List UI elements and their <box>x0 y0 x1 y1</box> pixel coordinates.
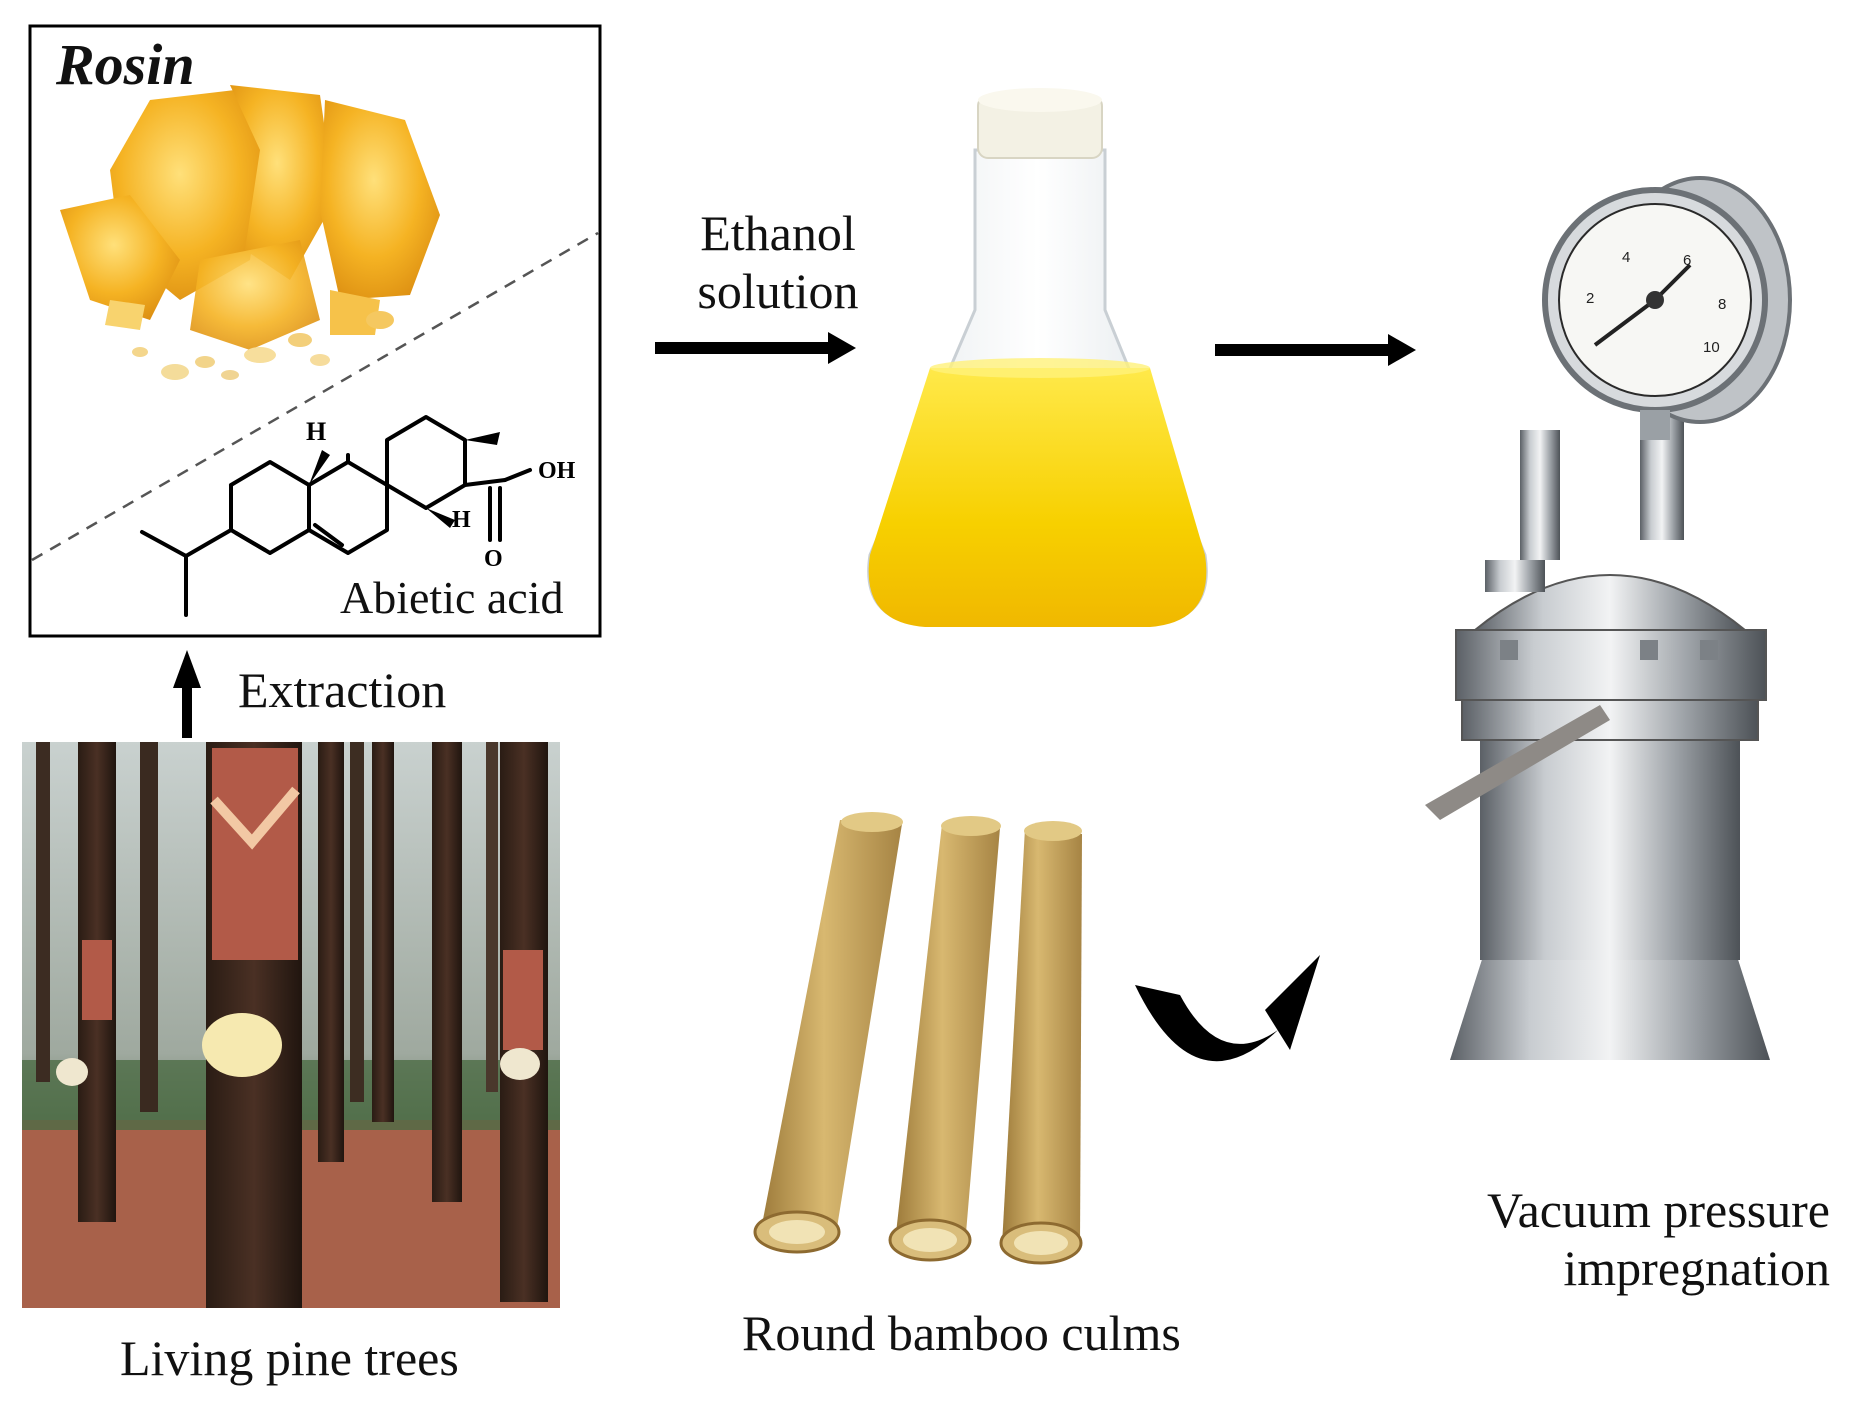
extraction-label: Extraction <box>238 662 447 718</box>
gauge-tick-8: 8 <box>1718 296 1726 313</box>
arrow-to-vessel-head <box>1388 334 1416 366</box>
vacuum-label-line2: impregnation <box>1563 1239 1830 1296</box>
curved-arrow-to-vessel <box>1135 985 1278 1062</box>
wedge-bond-h <box>426 508 455 528</box>
pine-trees-photo <box>22 742 560 1308</box>
bamboo-culms-image <box>753 812 1083 1265</box>
ethanol-flask-image <box>867 88 1208 627</box>
ethanol-solution-label: Ethanol solution <box>678 205 878 320</box>
atom-label-oh: OH <box>538 458 576 484</box>
curved-arrow-head <box>1265 955 1320 1050</box>
pine-trees-label: Living pine trees <box>120 1330 459 1386</box>
rosin-title: Rosin <box>56 32 195 97</box>
vacuum-label-line1: Vacuum pressure <box>1487 1182 1830 1238</box>
rosin-panel-frame <box>28 24 602 638</box>
ethanol-label-line1: Ethanol <box>700 205 856 261</box>
extraction-arrow-head <box>173 650 201 688</box>
bamboo-culms-label: Round bamboo culms <box>742 1305 1181 1361</box>
gauge-tick-2: 2 <box>1586 290 1594 307</box>
atom-label-o: O <box>484 546 503 572</box>
vacuum-impregnation-label: Vacuum pressure impregnation <box>1420 1182 1830 1297</box>
abietic-acid-label: Abietic acid <box>340 572 564 623</box>
pressure-gauge <box>1542 176 1792 440</box>
panel-divider-dashed <box>31 231 599 562</box>
gauge-tick-labels: 2 4 6 8 10 <box>1586 249 1726 356</box>
rosin-crystals-image <box>60 85 440 380</box>
arrow-to-flask-head <box>828 332 856 364</box>
gauge-tick-10: 10 <box>1703 339 1720 356</box>
wedge-bond <box>309 450 330 485</box>
vacuum-vessel-image <box>1425 410 1770 1060</box>
atom-label-h-right: H <box>452 507 471 533</box>
atom-label-h-top: H <box>306 417 326 446</box>
wedge-bond-methyl <box>465 432 500 445</box>
gauge-tick-4: 4 <box>1622 249 1630 266</box>
gauge-tick-6: 6 <box>1683 252 1691 269</box>
ethanol-label-line2: solution <box>697 262 859 319</box>
